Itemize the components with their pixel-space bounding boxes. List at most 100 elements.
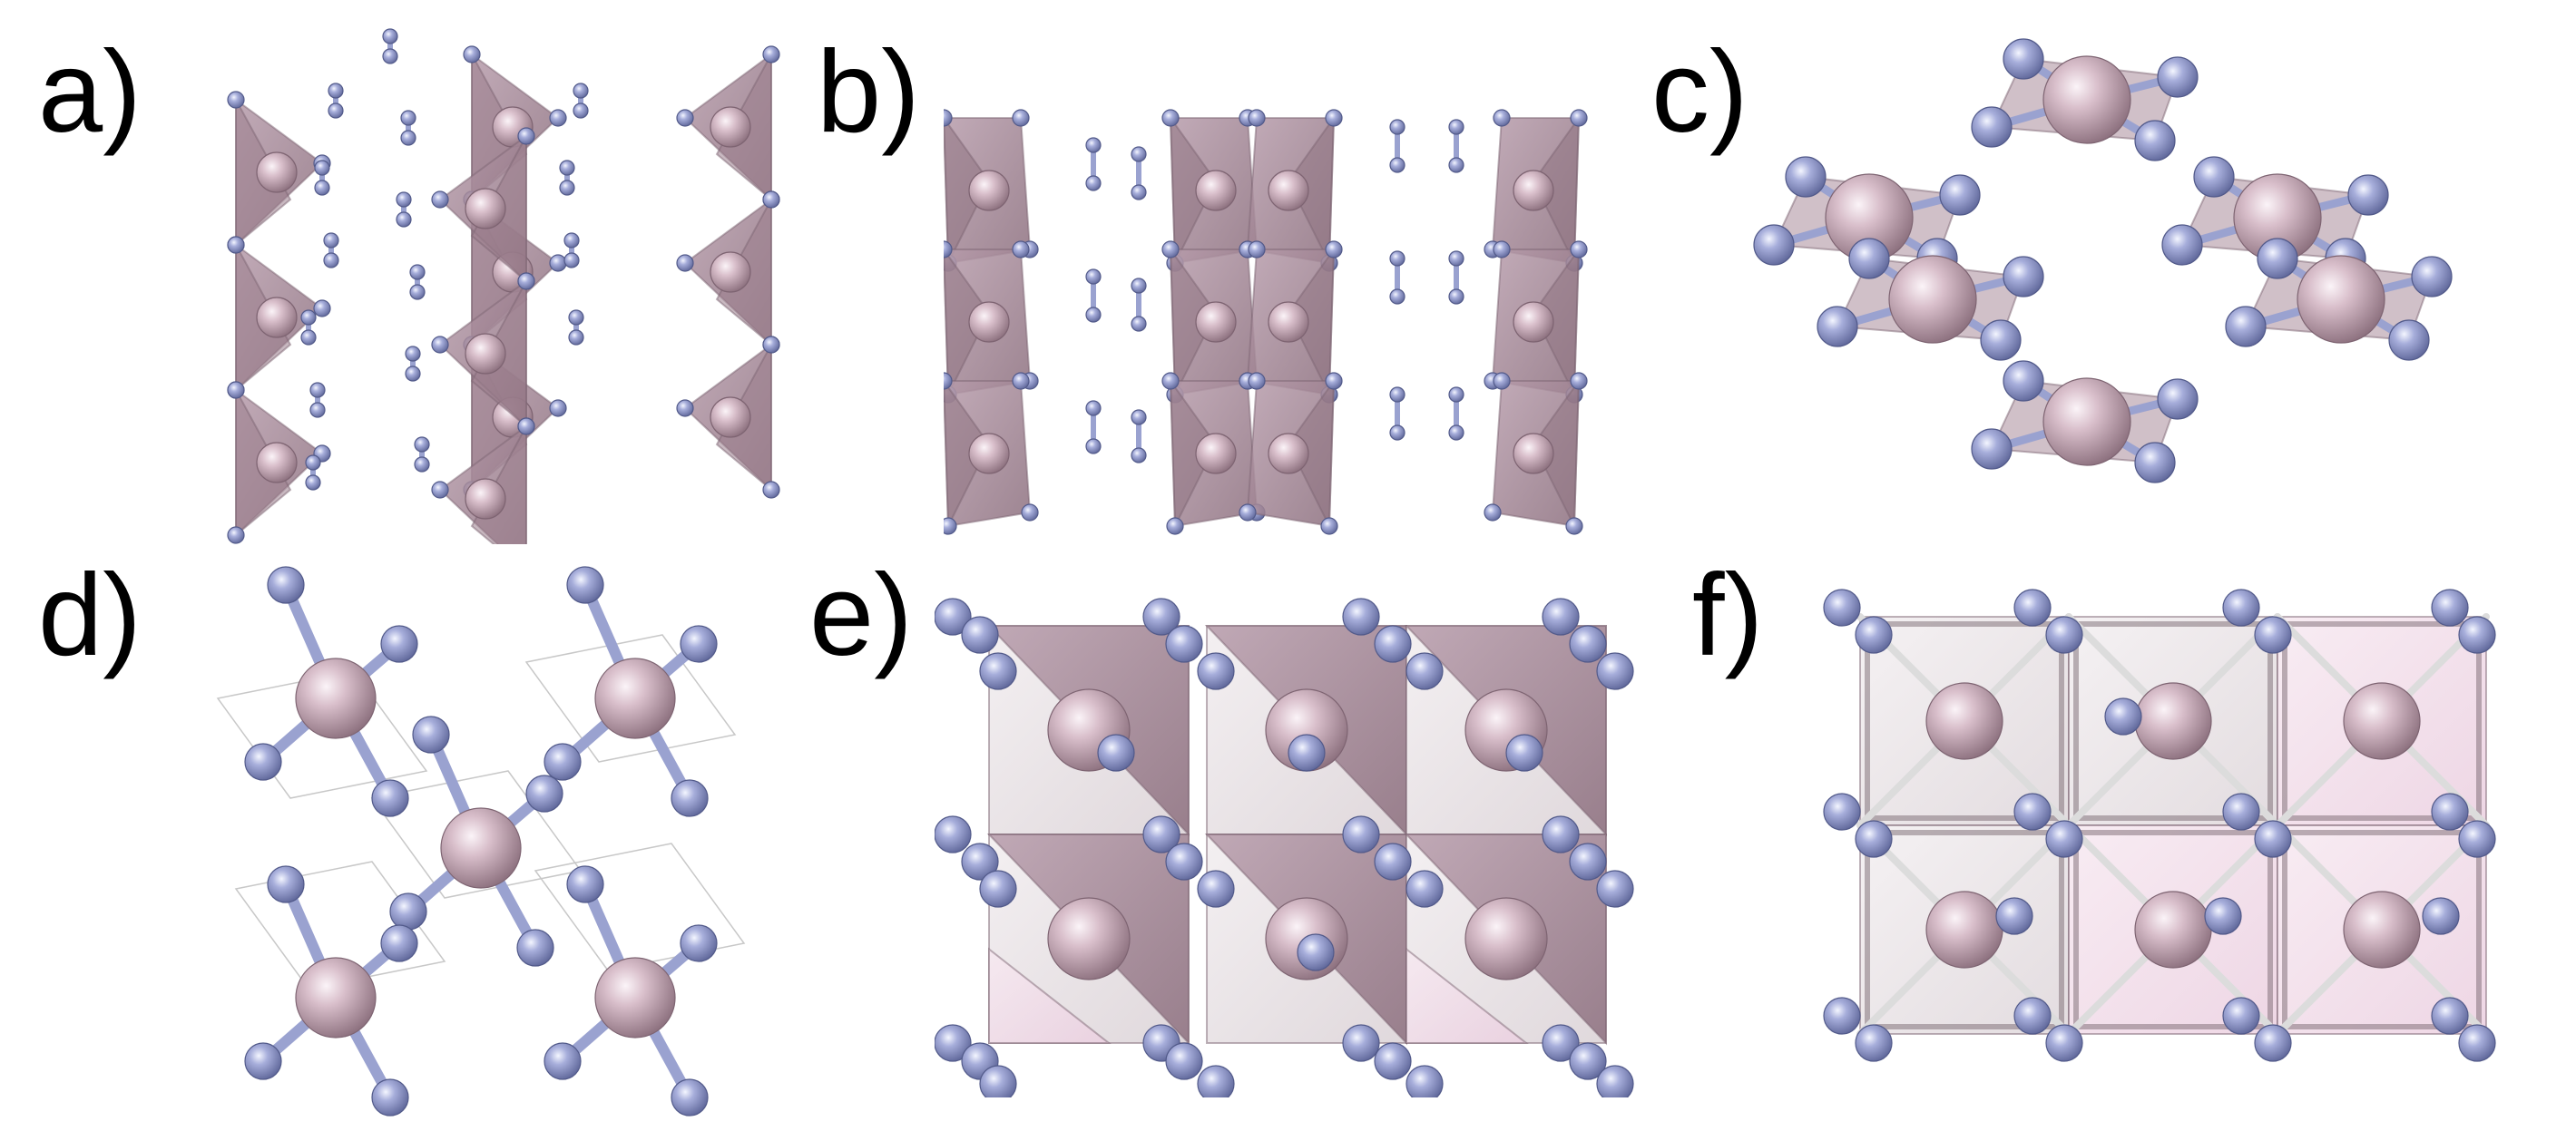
metal-atom [710,396,751,438]
nonmetal-atom [314,180,330,196]
nonmetal-atom [2045,1024,2083,1062]
nonmetal-atom [1493,240,1511,258]
metal-atom [1195,301,1237,343]
nonmetal-atom [525,775,563,813]
nonmetal-atom [1565,517,1583,535]
nonmetal-atom [568,309,584,326]
nonmetal-atom [380,924,418,962]
cube-edge [1865,830,2064,1029]
nonmetal-atom [517,272,535,290]
nonmetal-atom [1570,240,1588,258]
nonmetal-atom [1165,1042,1203,1080]
nonmetal-atom [431,481,449,499]
metal-atom [1047,897,1131,980]
nonmetal-atom [2254,820,2292,858]
nonmetal-atom [1021,503,1039,522]
nonmetal-atom [517,417,535,435]
nonmetal-atom [414,436,430,453]
metal-atom [2042,377,2131,466]
nonmetal-atom [1085,400,1102,416]
metal-atom [710,106,751,148]
nonmetal-atom [671,1078,709,1117]
panel-b-structure [944,109,1588,535]
nonmetal-atom [676,109,694,127]
nonmetal-atom [935,1024,972,1062]
nonmetal-atom [544,1042,582,1080]
nonmetal-atom [2431,589,2469,627]
panel-label-f: f) [1692,551,1764,680]
nonmetal-atom [517,127,535,145]
metal-atom [710,251,751,293]
nonmetal-atom [409,264,426,280]
nonmetal-atom [2222,997,2260,1035]
nonmetal-atom [961,616,999,654]
nonmetal-atom [400,110,416,126]
nonmetal-atom [1131,447,1147,463]
nonmetal-atom [1823,793,1861,831]
nonmetal-atom [2347,174,2389,216]
nonmetal-atom [2045,616,2083,654]
nonmetal-atom [227,91,245,109]
nonmetal-atom [305,454,321,471]
nonmetal-atom [1406,1065,1444,1097]
pyramid-face [944,116,991,264]
nonmetal-atom [1569,843,1607,881]
nonmetal-atom [2013,793,2052,831]
nonmetal-atom [1085,137,1102,153]
unit-cell-edge [534,843,746,971]
nonmetal-atom [1325,109,1343,127]
nonmetal-atom [1823,589,1861,627]
nonmetal-atom [2157,378,2199,420]
nonmetal-atom [1085,438,1102,454]
nonmetal-atom [1823,997,1861,1035]
panel-label-b: b) [817,27,920,157]
nonmetal-atom [1288,734,1326,772]
nonmetal-atom [568,329,584,346]
nonmetal-atom [1389,250,1406,267]
nonmetal-atom [563,232,580,249]
metal-atom [2134,891,2212,969]
metal-atom [465,188,506,229]
nonmetal-atom [2157,56,2199,98]
nonmetal-atom [1131,184,1147,200]
nonmetal-atom [305,474,321,491]
nonmetal-atom [1569,625,1607,663]
nonmetal-atom [1085,175,1102,191]
nonmetal-atom [1342,1024,1380,1062]
metal-atom [256,297,298,338]
nonmetal-atom [1570,372,1588,390]
nonmetal-atom [1971,106,2013,148]
metal-atom [968,170,1010,211]
nonmetal-atom [300,329,317,346]
nonmetal-atom [382,28,398,44]
metal-atom [1195,433,1237,474]
nonmetal-atom [396,211,412,228]
nonmetal-atom [1971,428,2013,470]
nonmetal-atom [762,190,780,209]
panel-label-c: c) [1651,27,1748,157]
nonmetal-atom [300,309,317,326]
metal-atom [295,658,377,739]
nonmetal-atom [1297,933,1335,971]
nonmetal-atom [935,815,972,853]
nonmetal-atom [1325,372,1343,390]
pyramid-face [944,248,991,395]
nonmetal-atom [2104,697,2142,736]
nonmetal-atom [2003,360,2044,402]
nonmetal-atom [573,83,589,99]
nonmetal-atom [314,160,330,176]
nonmetal-atom [2254,1024,2292,1062]
nonmetal-atom [1161,372,1180,390]
nonmetal-atom [267,865,305,903]
nonmetal-atom [1012,240,1030,258]
nonmetal-atom [1131,146,1147,162]
nonmetal-atom [671,779,709,817]
nonmetal-atom [549,254,567,272]
nonmetal-atom [573,102,589,119]
nonmetal-atom [382,48,398,64]
nonmetal-atom [244,1042,282,1080]
nonmetal-atom [1406,870,1444,908]
nonmetal-atom [1142,815,1180,853]
unit-cell-edge [234,861,446,990]
nonmetal-atom [2222,589,2260,627]
